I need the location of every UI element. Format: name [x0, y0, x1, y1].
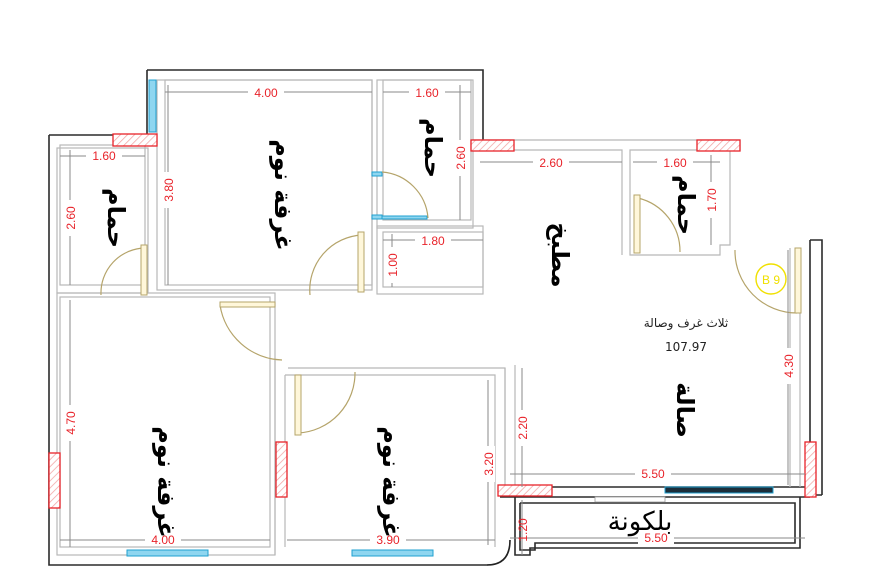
- dim-bath-right-width: 1.60: [663, 156, 687, 170]
- label-bedroom-top: غرفة نوم: [269, 139, 297, 251]
- label-kitchen: مطبخ: [546, 222, 574, 287]
- summary-label: ثلاث غرف وصالة: [644, 316, 729, 331]
- dim-bath-right-length: 1.70: [705, 188, 719, 212]
- windows: [126, 79, 774, 557]
- dim-bedroom-mid-length: 3.20: [482, 452, 496, 476]
- dim-balcony-depth: 1.20: [516, 518, 530, 542]
- balcony-outline: [514, 496, 801, 556]
- label-bath-right: حمام: [672, 175, 700, 235]
- hatched-elements: [48, 133, 817, 509]
- dim-living-width: 5.50: [641, 467, 665, 481]
- dim-bath-top-width: 1.60: [415, 86, 439, 100]
- dim-balcony-width: 5.50: [644, 531, 668, 545]
- dim-kitchen-width: 2.60: [539, 156, 563, 170]
- dim-bedroom-top-width: 4.00: [254, 86, 278, 100]
- label-balcony: بلكونة: [608, 507, 673, 537]
- dim-living-length: 4.30: [782, 354, 796, 378]
- label-bedroom-mid: غرفة نوم: [377, 426, 405, 538]
- dim-bath-left-length: 2.60: [64, 206, 78, 230]
- window-top-left: [148, 79, 157, 133]
- room-labels: حمام غرفة نوم حمام مطبخ حمام غرفة نوم غر…: [102, 118, 700, 538]
- window-living-balcony: [664, 486, 774, 494]
- dim-living-corridor: 2.20: [516, 416, 530, 440]
- window-bedroom-mid: [351, 549, 434, 557]
- doors: [100, 171, 802, 566]
- dim-bedroom-left-length: 4.70: [64, 411, 78, 435]
- label-bath-left: حمام: [102, 188, 130, 248]
- dim-bath-left-width: 1.60: [92, 149, 116, 163]
- dim-bedroom-mid-width: 3.90: [376, 533, 400, 547]
- dimension-labels: 1.60 2.60 4.00 3.80 1.60 2.60 1.80 1.00 …: [64, 86, 796, 547]
- dim-closet-length: 1.00: [386, 253, 400, 277]
- label-bath-top: حمام: [419, 118, 447, 178]
- window-bedroom-left: [126, 549, 209, 557]
- dim-bath-top-length: 2.60: [454, 146, 468, 170]
- marker-circle: [755, 263, 787, 295]
- plan-summary: ثلاث غرف وصالة 107.97 B 9: [644, 263, 787, 354]
- dim-closet-width: 1.80: [421, 234, 445, 248]
- total-area: 107.97: [665, 340, 707, 354]
- label-living: صالة: [671, 382, 699, 438]
- dim-bedroom-left-width: 4.00: [151, 533, 175, 547]
- marker-label: B 9: [762, 273, 780, 287]
- dim-bedroom-top-length: 3.80: [162, 178, 176, 202]
- label-bedroom-left: غرفة نوم: [152, 426, 180, 538]
